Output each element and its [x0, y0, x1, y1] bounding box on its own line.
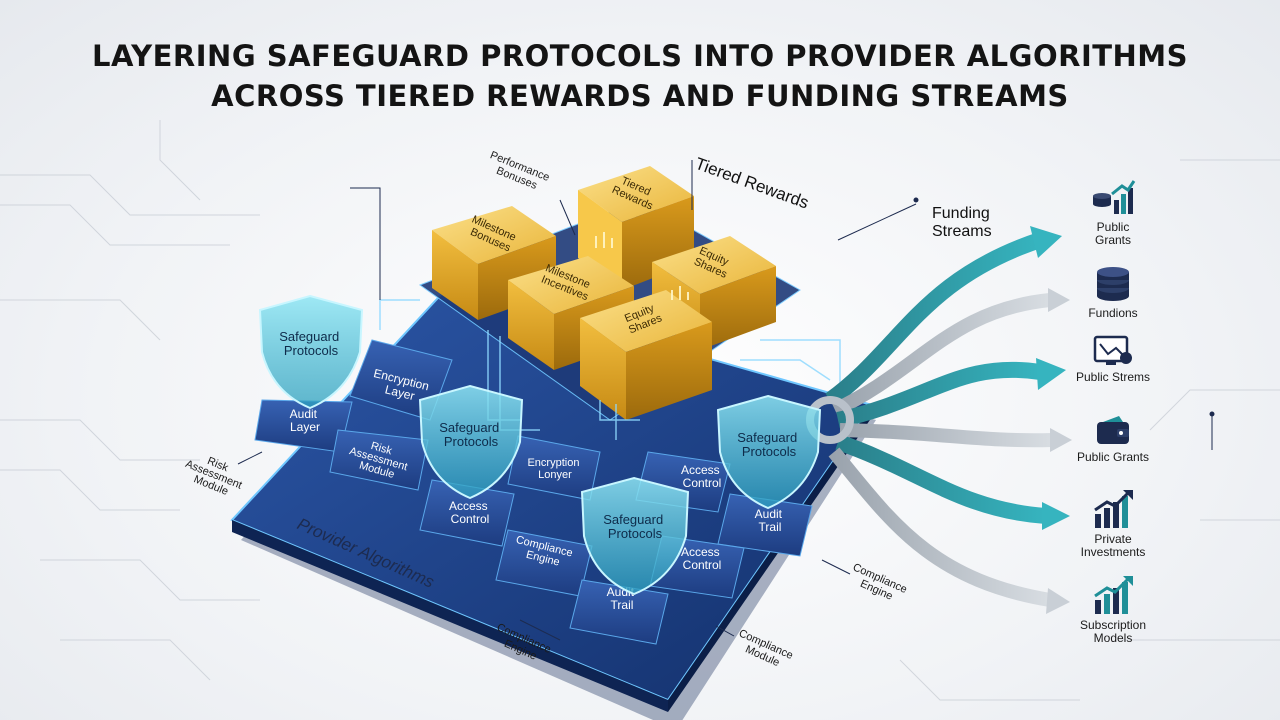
funding-item-private-investments: Private Investments	[1058, 488, 1168, 559]
funding-item-public-grants: Public Grants	[1058, 178, 1168, 247]
stream-arrow-6	[828, 447, 1052, 607]
page-title: LAYERING SAFEGUARD PROTOCOLS INTO PROVID…	[0, 36, 1280, 116]
tile-label-encryption-layer-2: Encryption Lonyer	[527, 457, 582, 481]
title-line-2: ACROSS TIERED REWARDS AND FUNDING STREAM…	[211, 79, 1069, 113]
label-pointer-lines	[237, 160, 1215, 641]
tile-label-audit-trail-1: Audit Trail	[755, 507, 786, 534]
funding-item-label: Private	[1094, 532, 1132, 546]
growth-chart-teal-icon	[1094, 576, 1133, 614]
funding-item-label: Public Grants	[1076, 450, 1150, 464]
callout-compliance-module: Compliance Module	[732, 627, 798, 674]
funding-item-label: Fundions	[1088, 306, 1138, 320]
title-line-1: LAYERING SAFEGUARD PROTOCOLS INTO PROVID…	[91, 39, 1189, 73]
growth-chart-icon	[1094, 490, 1133, 528]
tile-label-access-control-2: Access Control	[449, 499, 491, 526]
tile-risk-assessment	[329, 429, 429, 491]
tile-label-access-control-3: Access Control	[681, 545, 723, 572]
funding-item-fundions: Fundions	[1058, 264, 1168, 320]
stream-arrow-1	[825, 232, 1043, 407]
shield-label-2: Safeguard Protocols	[439, 420, 503, 449]
tile-label-access-control-1: Access Control	[681, 463, 723, 490]
stream-arrow-5	[835, 434, 1047, 524]
funding-item-label: Grants	[1094, 233, 1131, 247]
label-tiered-rewards: Tiered Rewards	[693, 154, 812, 213]
shield-label-4: Safeguard Protocols	[603, 512, 667, 541]
funding-stream-arrows	[806, 226, 1072, 614]
shield-2	[418, 384, 524, 500]
callout-risk-assessment: Risk Assessment Module	[179, 448, 250, 503]
block-equity-shares-front	[580, 290, 712, 420]
funding-item-label: Subscription	[1079, 618, 1147, 632]
funding-item-subscription-models: Subscription Models	[1058, 574, 1168, 645]
tile-label-audit-layer: Audit Layer	[290, 407, 321, 434]
funding-item-label: Public Strems	[1075, 370, 1151, 384]
shield-label-1: Safeguard Protocols	[279, 329, 343, 358]
stream-arrow-2	[832, 293, 1051, 417]
tiered-rewards-stack	[418, 166, 801, 421]
funding-item-label: Investments	[1080, 545, 1146, 559]
coin-stack-icon	[1097, 267, 1129, 301]
background-circuit-lines	[0, 120, 1280, 701]
label-funding-streams: Funding Streams	[932, 205, 994, 240]
funding-item-public-grants-2: Public Grants	[1058, 414, 1168, 464]
callout-compliance-engine-right: Compliance Engine	[846, 561, 912, 608]
label-performance-bonuses: Performance Bonuses	[484, 149, 554, 196]
stream-arrow-3	[836, 361, 1042, 428]
tile-audit-trail-1	[717, 493, 813, 557]
monitor-chart-icon	[1093, 335, 1132, 365]
shield-4	[580, 476, 690, 596]
block-label-equity-shares-front: Equity Shares	[622, 301, 664, 336]
shield-3	[716, 394, 822, 510]
shield-label-3: Safeguard Protocols	[737, 430, 801, 459]
safeguard-shields	[258, 294, 822, 596]
funding-item-label: Public	[1096, 220, 1130, 234]
wallet-icon	[1097, 416, 1129, 444]
funding-item-label: Models	[1093, 631, 1133, 645]
bar-chart-coins-icon	[1093, 180, 1136, 214]
stream-arrow-4	[839, 423, 1053, 448]
funding-item-public-strems: Public Strems	[1058, 334, 1168, 384]
shield-1	[258, 294, 364, 410]
